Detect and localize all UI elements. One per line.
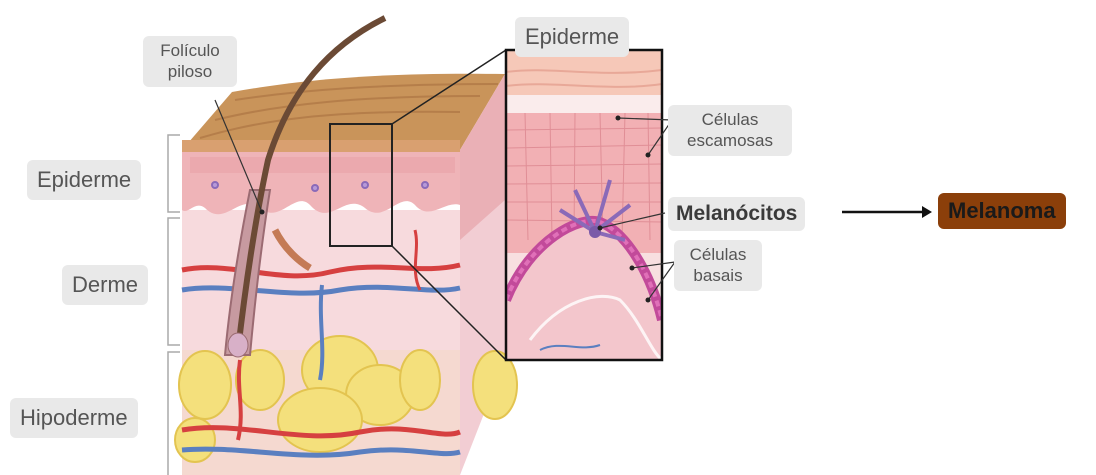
zoom-panel: [506, 50, 662, 360]
label-melanocitos: Melanócitos: [668, 197, 805, 231]
arrow-head: [922, 206, 932, 218]
surface-band: [182, 140, 460, 152]
label-foliculo-piloso: Folículo piloso: [143, 36, 237, 87]
label-epiderme-left: Epiderme: [27, 160, 141, 200]
label-celulas-escamosas: Células escamosas: [668, 105, 792, 156]
label-epiderme-top: Epiderme: [515, 17, 629, 57]
label-melanoma: Melanoma: [938, 193, 1066, 229]
label-hipoderme: Hipoderme: [10, 398, 138, 438]
label-derme: Derme: [62, 265, 148, 305]
layer-brackets: [168, 135, 180, 475]
label-celulas-basais: Células basais: [674, 240, 762, 291]
